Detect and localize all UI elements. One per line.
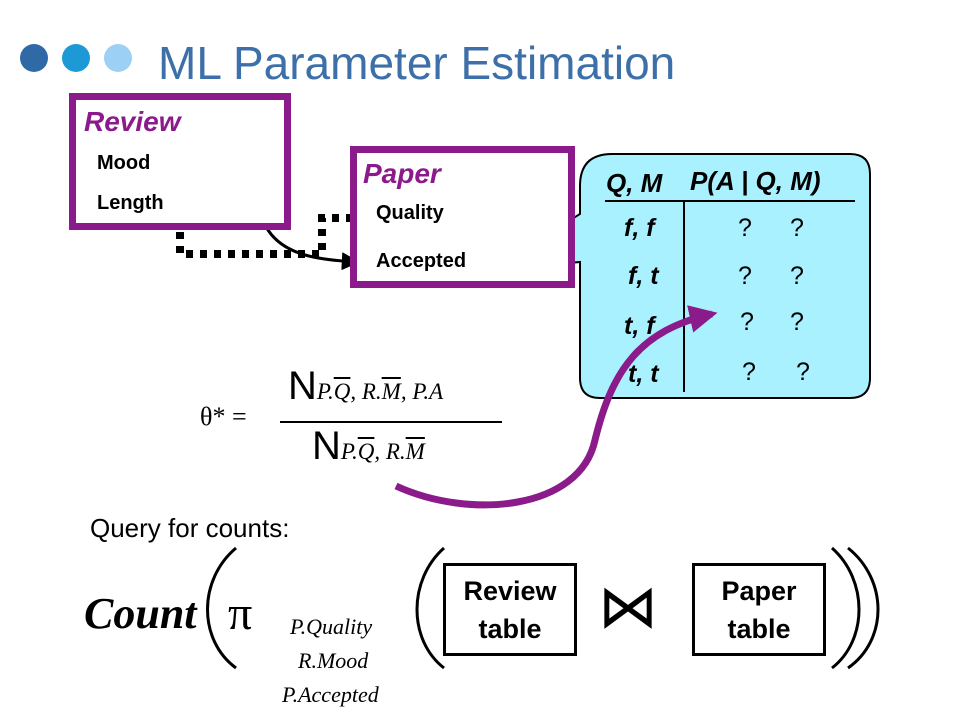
cpt-header-qm: Q, M — [606, 168, 663, 198]
counts-arrow — [394, 305, 718, 509]
formula-den-part-3: , R. — [374, 439, 406, 464]
page-title: ML Parameter Estimation — [158, 37, 676, 89]
formula-num-part-3: , R. — [350, 379, 382, 404]
cpt-row-3-p1: ? — [740, 308, 754, 336]
review-table-line-1: Review — [463, 575, 557, 606]
cpt-row-3-qm: t, f — [624, 312, 655, 340]
count-left-paren — [206, 546, 237, 670]
bullet-dot-3 — [104, 44, 132, 72]
formula-num-sub: P.Q, R.M, P.A — [317, 379, 443, 404]
projection-pi: π — [228, 587, 253, 640]
cpt-header-prob: P(A | Q, M) — [690, 166, 821, 196]
review-attr-length: Length — [97, 192, 164, 214]
inner-left-paren — [415, 546, 445, 670]
review-attr-mood: Mood — [97, 152, 151, 174]
review-box — [69, 93, 291, 230]
join-symbol: ⋈ — [598, 573, 658, 640]
cpt-row-1-p2: ? — [790, 214, 804, 242]
formula-den-sub: P.Q, R.M — [341, 439, 425, 464]
query-label: Query for counts: — [90, 513, 290, 543]
cpt-row-1-qm: f, f — [624, 214, 655, 242]
projection-attr-2: R.Mood — [298, 648, 369, 673]
projection-attr-3: P.Accepted — [282, 682, 379, 707]
count-right-paren — [847, 546, 880, 670]
formula-den-part-4: M — [405, 439, 425, 464]
formula-num-part-1: P. — [316, 379, 334, 404]
bullet-dot-1 — [20, 44, 48, 72]
formula-num-part-2: Q — [333, 379, 351, 404]
cpt-row-2-p2: ? — [790, 262, 804, 290]
cpt-row-3-p2: ? — [790, 308, 804, 336]
paper-box-label: Paper — [363, 158, 441, 189]
formula-num-part-4: M — [381, 379, 401, 404]
projection-attr-1: P.Quality — [290, 614, 373, 639]
paper-table-box: Paper table — [692, 563, 826, 656]
paper-attr-quality: Quality — [376, 202, 444, 224]
cpt-row-4-p2: ? — [796, 358, 810, 386]
cpt-row-4-qm: t, t — [628, 360, 659, 388]
paper-attr-accepted: Accepted — [376, 250, 467, 272]
cpt-row-1-p1: ? — [738, 214, 752, 242]
formula-lhs: θ* = — [200, 402, 247, 431]
review-box-label: Review — [84, 106, 181, 137]
cpt-callout-bubble — [489, 153, 871, 399]
cpt-row-2-qm: f, t — [628, 262, 659, 290]
review-table-line-2: table — [478, 613, 542, 644]
review-table-box: Review table — [443, 563, 577, 656]
formula-num-part-5: , P.A — [400, 379, 444, 404]
count-operator: Count — [84, 589, 197, 638]
formula-den-part-2: Q — [357, 439, 375, 464]
paper-box — [350, 146, 575, 288]
bullet-dot-2 — [62, 44, 90, 72]
cpt-row-2-p1: ? — [738, 262, 752, 290]
formula-numerator: NP.Q, R.M, P.A — [288, 364, 443, 409]
cpt-row-4-p1: ? — [742, 358, 756, 386]
formula-num-N: N — [288, 364, 317, 408]
paper-table-line-1: Paper — [721, 575, 797, 606]
foreign-key-link — [176, 214, 350, 258]
formula-den-N: N — [312, 424, 341, 468]
formula-denominator: NP.Q, R.M — [312, 424, 425, 469]
formula-den-part-1: P. — [340, 439, 358, 464]
paper-table-line-2: table — [727, 613, 791, 644]
inner-right-paren — [831, 546, 861, 670]
